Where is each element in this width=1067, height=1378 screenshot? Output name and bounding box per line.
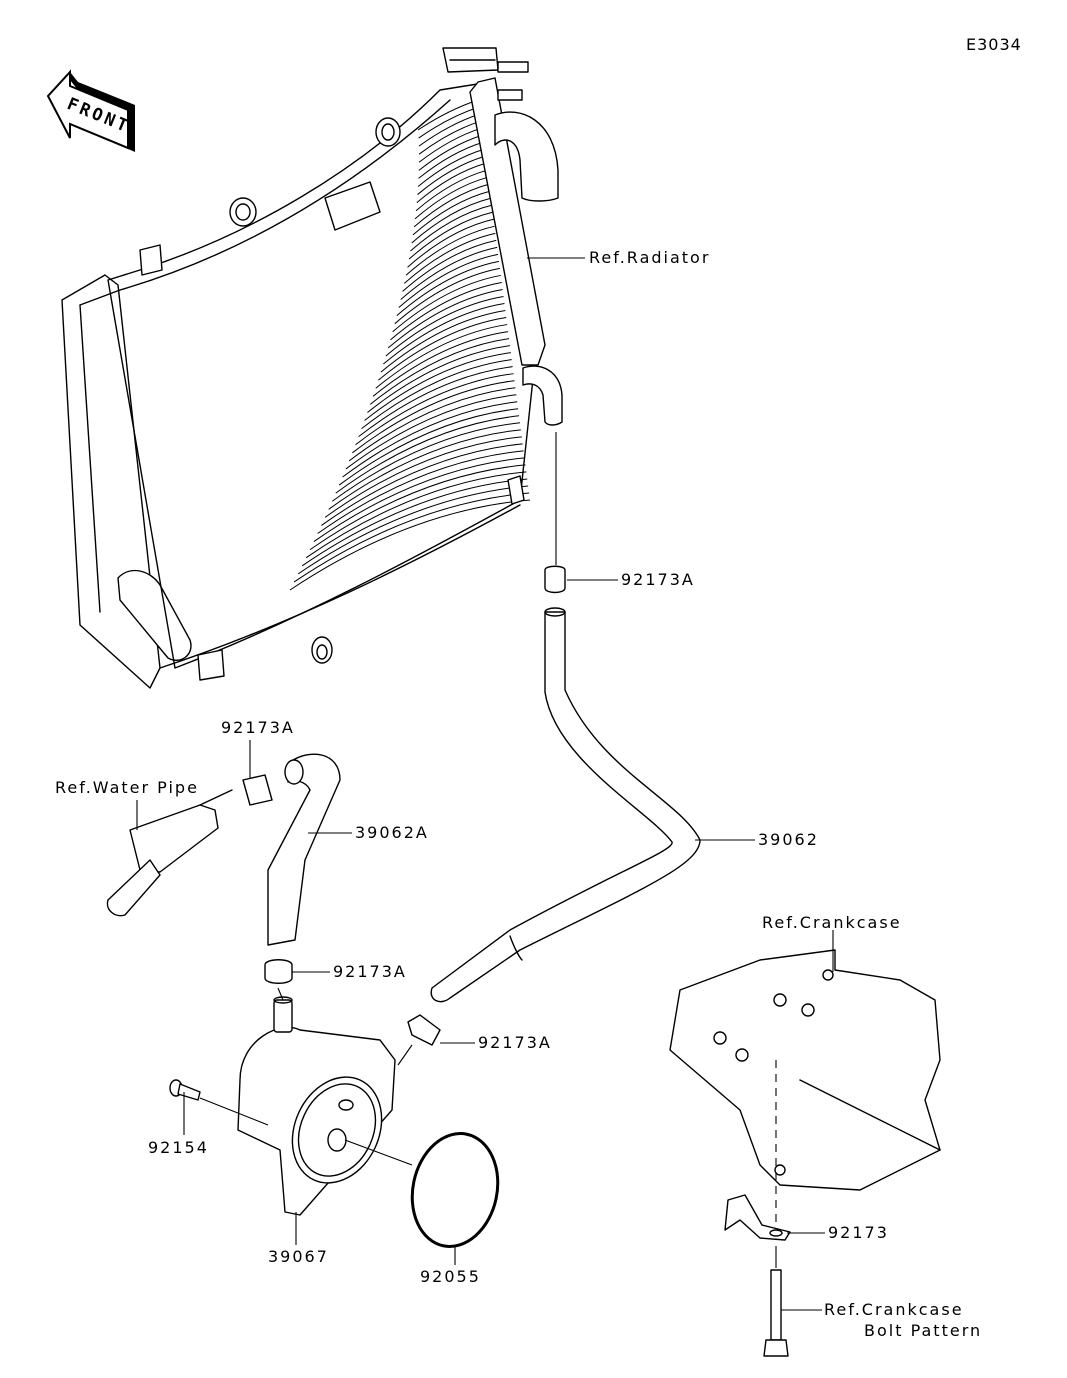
radiator-fin [293,492,530,583]
hose-39062-illustration [430,607,701,1003]
radiator-fin [412,190,490,236]
radiator-fin [380,310,506,373]
radiator-fin [369,338,510,405]
radiator-fin [367,345,510,413]
radiator-fin [418,141,484,179]
radiator-fin [392,274,501,333]
radiator-fin [398,253,499,308]
radiator-fin [289,499,531,591]
hose-clamp-icon [242,565,566,1046]
hose-39062a-illustration [267,753,341,946]
radiator-fin [364,352,511,421]
radiator-fin [417,155,486,195]
o-ring-illustration [410,1132,500,1248]
callout-92173a-water-pipe: 92173A [221,718,295,737]
radiator-fin [414,176,489,220]
radiator-illustration [61,47,563,689]
radiator-fin [355,373,514,446]
callout-ref-radiator: Ref.Radiator [589,248,711,267]
radiator-fin [407,218,494,268]
radiator-fin [390,281,502,341]
radiator-fin [361,359,512,429]
callout-92173a-cooler-side: 92173A [478,1033,552,1052]
radiator-fin [378,317,507,381]
radiator-fin [309,464,526,551]
radiator-fin [418,134,483,171]
radiator-fin [335,415,520,494]
callout-ref-crankcase: Ref.Crankcase [762,913,902,932]
callout-39067: 39067 [268,1247,329,1266]
radiator-fin [416,162,487,204]
radiator-fin [317,450,524,534]
radiator-fin [324,436,522,518]
callout-39062: 39062 [758,830,819,849]
radiator-fin [372,331,509,397]
radiator-fin [301,478,528,567]
bolt-92154-illustration [169,1079,201,1101]
radiator-fin [417,148,485,187]
radiator-fin [402,239,497,292]
radiator-fin [405,225,495,276]
radiator-fin [313,457,525,542]
radiator-fin [408,211,493,260]
radiator-fin [411,197,491,244]
callout-ref-crankcase-bolt-line1: Ref.Crankcase [824,1300,964,1319]
diagram-id: E3034 [966,35,1022,54]
radiator-fin [358,366,513,438]
radiator-fin [345,394,517,470]
callout-92173a-upper: 92173A [621,570,695,589]
clamp-92173-illustration [724,1194,791,1241]
radiator-fin [385,295,504,357]
crankcase-illustration [669,949,941,1240]
radiator-fin [342,401,518,478]
leader-lines [136,257,834,1311]
radiator-fin [394,267,500,325]
radiator-fin [352,380,515,454]
radiator-fin [418,127,482,163]
radiator-fin [321,443,523,526]
radiator-fin [400,246,498,300]
water-pipe-illustration [106,789,233,917]
radiator-fin [410,204,492,252]
radiator-fin [348,387,516,462]
radiator-fin [338,408,519,486]
radiator-fin [328,429,521,510]
radiator-fin [418,120,481,155]
radiator-fin [383,303,505,365]
callout-92173: 92173 [828,1223,889,1242]
radiator-fin [387,288,503,349]
callout-ref-crankcase-bolt-line2: Bolt Pattern [864,1321,983,1340]
callout-ref-water-pipe: Ref.Water Pipe [55,778,199,797]
radiator-fin [403,232,496,284]
radiator-fin [375,324,508,389]
radiator-fin [413,183,490,228]
callout-92173a-cooler-top: 92173A [333,962,407,981]
front-direction-arrow-icon: FRONT [46,69,135,152]
radiator-fin [415,169,488,212]
callout-92055: 92055 [420,1267,481,1286]
callout-39062a: 39062A [355,823,429,842]
radiator-fin [297,485,529,575]
callout-92154: 92154 [148,1138,209,1157]
radiator-fin [396,260,500,316]
oil-cooler-illustration [237,996,396,1216]
radiator-fin [331,422,521,502]
radiator-fin [305,471,527,559]
crankcase-bolt-illustration [763,1269,789,1357]
